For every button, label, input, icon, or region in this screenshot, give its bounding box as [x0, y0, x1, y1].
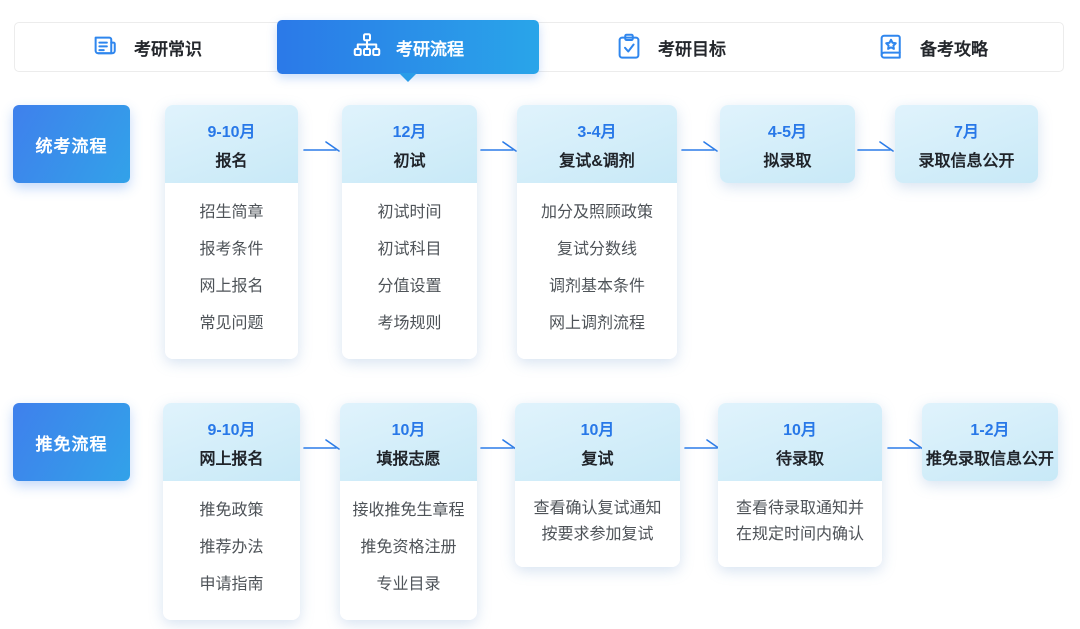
arrow-icon	[303, 437, 341, 453]
card-item[interactable]: 招生简章	[199, 204, 264, 221]
card-title: 初试	[393, 152, 426, 170]
card-item[interactable]: 考场规则	[377, 315, 442, 332]
card-unified-retest-adjust[interactable]: 3-4月 复试&调剂 加分及照顾政策 复试分数线 调剂基本条件 网上调剂流程	[517, 105, 677, 359]
arrow-icon	[681, 139, 719, 155]
card-note-line: 按要求参加复试	[541, 526, 654, 543]
card-note-line: 查看确认复试通知	[533, 500, 662, 517]
card-item[interactable]: 分值设置	[377, 278, 442, 295]
card-title: 推免录取信息公开	[925, 450, 1054, 468]
arrow-icon	[684, 437, 722, 453]
card-item[interactable]: 常见问题	[199, 315, 264, 332]
card-month: 3-4月	[577, 123, 617, 141]
card-body: 初试时间 初试科目 分值设置 考场规则	[342, 183, 477, 359]
card-unified-admission-info[interactable]: 7月 录取信息公开	[895, 105, 1038, 183]
tab-label: 考研常识	[134, 39, 202, 59]
card-title: 待录取	[775, 450, 824, 468]
card-exempt-pending-admission[interactable]: 10月 待录取 查看待录取通知并 在规定时间内确认	[718, 403, 882, 567]
card-item[interactable]: 调剂基本条件	[548, 278, 645, 295]
card-month: 4-5月	[767, 123, 808, 141]
tab-label: 备考攻略	[920, 39, 988, 59]
card-title: 填报志愿	[376, 450, 441, 468]
card-exempt-admission-info[interactable]: 1-2月 推免录取信息公开	[922, 403, 1058, 481]
card-title: 复试	[581, 450, 614, 468]
card-month: 10月	[783, 421, 817, 439]
card-month: 10月	[580, 421, 615, 439]
card-header: 3-4月 复试&调剂	[517, 105, 677, 183]
row-label-exemption: 推免流程	[13, 403, 130, 481]
card-item[interactable]: 接收推免生章程	[352, 502, 465, 519]
card-body: 接收推免生章程 推免资格注册 专业目录	[340, 481, 477, 620]
card-month: 9-10月	[207, 421, 256, 439]
tab-label: 考研目标	[658, 39, 726, 59]
card-body: 招生简章 报考条件 网上报名 常见问题	[165, 183, 298, 359]
card-note-line: 查看待录取通知并	[735, 500, 864, 517]
card-note-line: 在规定时间内确认	[735, 526, 864, 543]
card-header: 4-5月 拟录取	[720, 105, 855, 183]
news-icon	[90, 32, 120, 62]
arrow-icon	[480, 139, 518, 155]
card-item[interactable]: 专业目录	[376, 576, 441, 593]
card-unified-signup[interactable]: 9-10月 报名 招生简章 报考条件 网上报名 常见问题	[165, 105, 298, 359]
card-item[interactable]: 推免资格注册	[360, 539, 457, 556]
card-title: 拟录取	[763, 152, 812, 170]
card-item[interactable]: 加分及照顾政策	[540, 204, 653, 221]
card-month: 7月	[954, 123, 979, 141]
card-header: 10月 填报志愿	[340, 403, 477, 481]
card-title: 网上报名	[199, 450, 264, 468]
card-header: 9-10月 网上报名	[163, 403, 300, 481]
tab-prep-guide[interactable]: 备考攻略	[801, 23, 1063, 71]
card-item[interactable]: 申请指南	[199, 576, 264, 593]
tab-bar: 考研常识 考研流程	[14, 20, 1064, 74]
arrow-icon	[857, 139, 895, 155]
card-month: 1-2月	[970, 421, 1010, 439]
arrow-icon	[480, 437, 518, 453]
card-item[interactable]: 网上调剂流程	[548, 315, 645, 332]
card-exempt-fill-preferences[interactable]: 10月 填报志愿 接收推免生章程 推免资格注册 专业目录	[340, 403, 477, 620]
card-item[interactable]: 网上报名	[199, 278, 264, 295]
card-unified-initial-exam[interactable]: 12月 初试 初试时间 初试科目 分值设置 考场规则	[342, 105, 477, 359]
card-exempt-online-signup[interactable]: 9-10月 网上报名 推免政策 推荐办法 申请指南	[163, 403, 300, 620]
card-item[interactable]: 推免政策	[199, 502, 264, 519]
card-body: 加分及照顾政策 复试分数线 调剂基本条件 网上调剂流程	[517, 183, 677, 359]
card-header: 7月 录取信息公开	[895, 105, 1038, 183]
tab-exam-process[interactable]: 考研流程	[277, 20, 539, 74]
card-title: 复试&调剂	[559, 152, 635, 170]
card-item[interactable]: 初试时间	[377, 204, 442, 221]
card-body: 查看待录取通知并 在规定时间内确认	[718, 481, 882, 567]
tab-label: 考研流程	[396, 39, 464, 59]
card-header: 10月 待录取	[718, 403, 882, 481]
card-month: 12月	[392, 123, 427, 141]
card-unified-proposed-admission[interactable]: 4-5月 拟录取	[720, 105, 855, 183]
card-month: 9-10月	[207, 123, 256, 141]
arrow-icon	[303, 139, 341, 155]
card-body: 查看确认复试通知 按要求参加复试	[515, 481, 680, 567]
arrow-icon	[887, 437, 925, 453]
card-item[interactable]: 复试分数线	[556, 241, 637, 258]
card-month: 10月	[391, 421, 426, 439]
card-header: 1-2月 推免录取信息公开	[922, 403, 1058, 481]
card-header: 10月 复试	[515, 403, 680, 481]
card-exempt-retest[interactable]: 10月 复试 查看确认复试通知 按要求参加复试	[515, 403, 680, 567]
sitemap-icon	[352, 32, 382, 62]
card-body: 推免政策 推荐办法 申请指南	[163, 481, 300, 620]
tab-exam-goals[interactable]: 考研目标	[539, 23, 801, 71]
card-item[interactable]: 初试科目	[377, 241, 442, 258]
card-item[interactable]: 报考条件	[199, 241, 264, 258]
clipboard-check-icon	[614, 32, 644, 62]
card-header: 9-10月 报名	[165, 105, 298, 183]
card-title: 报名	[215, 152, 248, 170]
book-star-icon	[876, 32, 906, 62]
card-header: 12月 初试	[342, 105, 477, 183]
tab-exam-basics[interactable]: 考研常识	[15, 23, 277, 71]
card-title: 录取信息公开	[918, 152, 1015, 170]
card-item[interactable]: 推荐办法	[199, 539, 264, 556]
row-label-unified-exam: 统考流程	[13, 105, 130, 183]
